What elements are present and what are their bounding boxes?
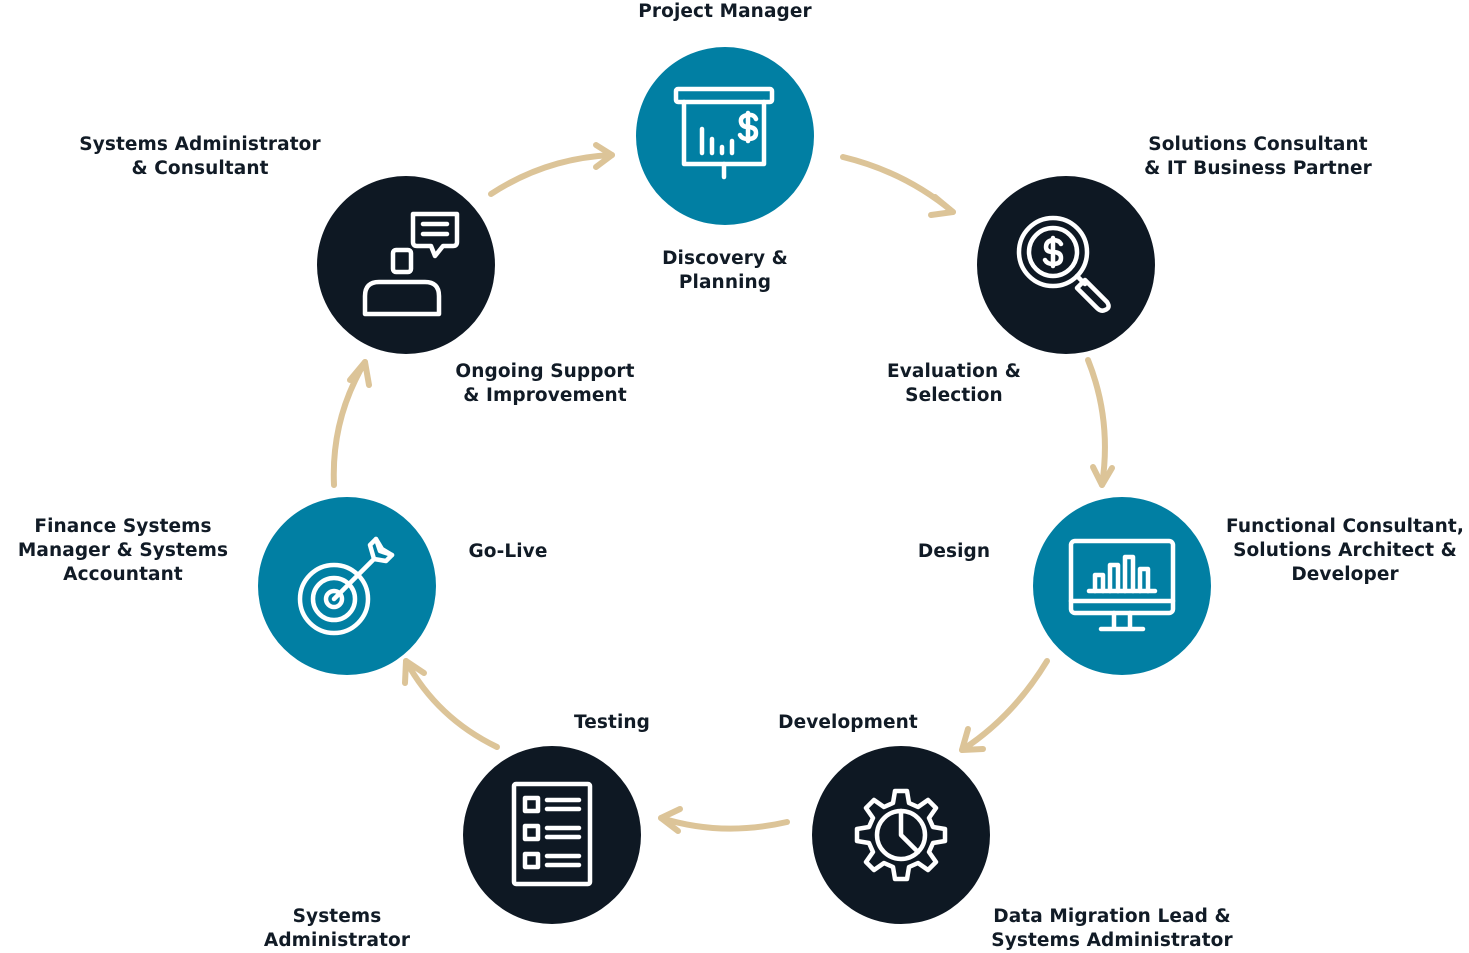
arrow-testing-to-golive — [402, 658, 500, 750]
development-node — [812, 746, 990, 924]
presentation-chart-icon — [673, 86, 775, 180]
phase-label: Evaluation & Selection — [886, 361, 1021, 406]
user-chat-icon — [362, 211, 460, 317]
gear-pie-icon — [854, 788, 948, 882]
phase-label: Development — [778, 712, 918, 733]
arrow-planning-to-evaluation — [840, 154, 956, 218]
role-label: Functional Consultant, Solutions Archite… — [1226, 516, 1464, 585]
role-label: Project Manager — [638, 1, 812, 22]
role-label: Systems Administrator — [263, 906, 411, 951]
phase-label: Testing — [573, 712, 651, 733]
phase-label: Ongoing Support & Improvement — [455, 361, 635, 406]
target-arrow-icon — [297, 536, 395, 636]
role-label: Solutions Consultant & IT Business Partn… — [1144, 134, 1372, 179]
go-live-node — [258, 497, 436, 675]
arrow-evaluation-to-design — [1085, 357, 1115, 488]
discovery-planning-node — [636, 47, 814, 225]
checklist-icon — [511, 781, 593, 887]
arrow-development-to-testing — [658, 806, 790, 834]
phase-label: Discovery & Planning — [662, 248, 788, 293]
arrow-design-to-development — [959, 658, 1050, 753]
design-node — [1033, 497, 1211, 675]
arrow-support-to-planning — [488, 142, 615, 197]
ongoing-support-node — [317, 176, 495, 354]
role-label: Finance Systems Manager & Systems Accoun… — [17, 516, 229, 585]
role-label: Data Migration Lead & Systems Administra… — [991, 906, 1233, 951]
role-label: Systems Administrator & Consultant — [79, 134, 321, 179]
monitor-chart-icon — [1068, 538, 1176, 632]
phase-label: Design — [917, 541, 991, 562]
testing-node — [463, 746, 641, 924]
evaluation-selection-node — [977, 176, 1155, 354]
magnifier-dollar-icon — [1016, 215, 1111, 313]
phase-label: Go-Live — [468, 541, 548, 562]
arrow-golive-to-support — [330, 359, 372, 488]
